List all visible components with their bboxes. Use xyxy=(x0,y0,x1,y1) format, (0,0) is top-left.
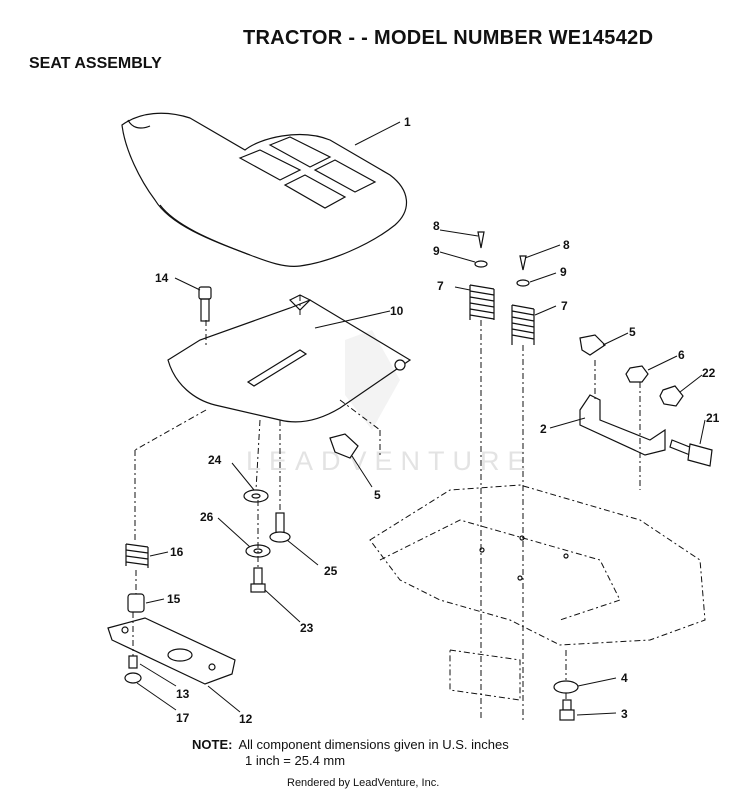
clip-part-5-upper xyxy=(579,334,606,356)
seat-part xyxy=(121,112,408,267)
bolt-part-23 xyxy=(250,567,266,593)
callout-9-right: 9 xyxy=(560,265,567,279)
watermark-text: LEADVENTURE xyxy=(246,446,534,476)
callout-16: 16 xyxy=(170,545,184,559)
callout-5-upper: 5 xyxy=(629,325,636,339)
callout-7-right: 7 xyxy=(561,299,568,313)
callout-1: 1 xyxy=(404,115,411,129)
callout-3: 3 xyxy=(621,707,628,721)
spring-part-7-left xyxy=(469,284,495,320)
callout-25: 25 xyxy=(324,564,338,578)
callout-26: 26 xyxy=(200,510,214,524)
callout-4: 4 xyxy=(621,671,628,685)
callout-21: 21 xyxy=(706,411,720,425)
nut-part-22 xyxy=(659,385,684,407)
bolt-part-25 xyxy=(269,512,291,543)
callout-2: 2 xyxy=(540,422,547,436)
callout-15: 15 xyxy=(167,592,181,606)
callout-12: 12 xyxy=(239,712,253,726)
bolt-part-21 xyxy=(669,439,713,467)
spring-part-7-right xyxy=(511,304,535,345)
nut-part-17 xyxy=(124,672,142,684)
callout-10: 10 xyxy=(390,304,404,318)
callout-23: 23 xyxy=(300,621,314,635)
tractor-frame-outline xyxy=(369,484,706,701)
footer-credit: Rendered by LeadVenture, Inc. xyxy=(287,777,440,789)
bushing-part-15 xyxy=(127,593,145,613)
callout-5-lower: 5 xyxy=(374,488,381,502)
callout-labels: 1 2 3 4 5 5 6 7 7 8 8 9 9 10 12 13 14 15… xyxy=(155,115,720,726)
note-line-2: 1 inch = 25.4 mm xyxy=(245,753,346,768)
clip-part-5-lower xyxy=(329,433,359,459)
nut-part-6 xyxy=(625,365,649,383)
callout-13: 13 xyxy=(176,687,190,701)
callout-8-right: 8 xyxy=(563,238,570,252)
bolt-part-3 xyxy=(559,699,575,721)
callout-7-left: 7 xyxy=(437,279,444,293)
washer-part-24 xyxy=(243,489,269,503)
pin-part-8-right xyxy=(516,255,530,287)
note-text: All component dimensions given in U.S. i… xyxy=(238,737,509,752)
slide-part-12 xyxy=(107,617,236,685)
section-title: SEAT ASSEMBLY xyxy=(29,55,162,72)
callout-17: 17 xyxy=(176,711,190,725)
bracket-part-2 xyxy=(579,394,666,456)
seat-pan-part xyxy=(167,294,412,423)
leader-lines xyxy=(136,121,706,716)
spring-part-16 xyxy=(125,543,149,568)
watermark-logo xyxy=(345,330,400,430)
note-line-1: NOTE: All component dimensions given in U… xyxy=(192,737,509,752)
callout-8-left: 8 xyxy=(433,219,440,233)
callout-6: 6 xyxy=(678,348,685,362)
bolt-part-14 xyxy=(198,286,212,322)
callout-14: 14 xyxy=(155,271,169,285)
page-title: TRACTOR - - MODEL NUMBER WE14542D xyxy=(243,27,654,49)
washer-part-4 xyxy=(553,680,579,694)
assembly-lines xyxy=(132,295,641,720)
note-label: NOTE: xyxy=(192,737,233,752)
callout-24: 24 xyxy=(208,453,222,467)
callout-22: 22 xyxy=(702,366,716,380)
bolt-part-13 xyxy=(128,655,138,669)
pin-part-8-left xyxy=(474,231,488,268)
callout-9-left: 9 xyxy=(433,244,440,258)
